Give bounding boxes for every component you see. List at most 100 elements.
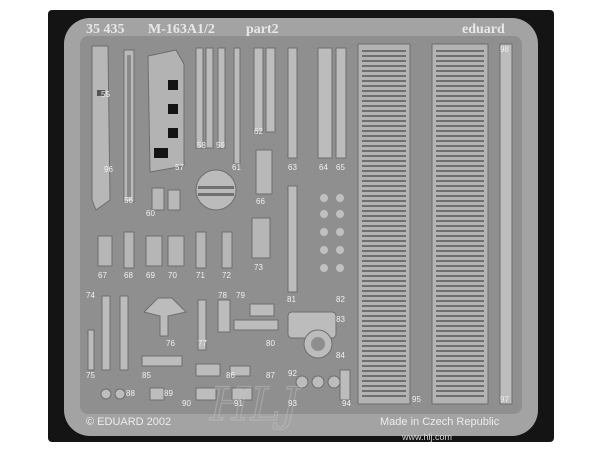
- part-75: [119, 295, 129, 371]
- ladder-95-rung: [362, 345, 406, 347]
- part-76: [143, 297, 187, 337]
- ladder-95-rung: [362, 295, 406, 297]
- ladder-97-rung: [436, 125, 484, 127]
- part-95: [357, 43, 411, 405]
- origin-text: Made in Czech Republic: [380, 416, 500, 428]
- part-56-groove: [127, 55, 131, 197]
- ladder-97-rung: [436, 215, 484, 217]
- ladder-97-rung: [436, 245, 484, 247]
- ladder-97-rung: [436, 380, 484, 382]
- part-91: [231, 387, 253, 401]
- label-85: 85: [142, 371, 151, 380]
- ladder-97-rung: [436, 365, 484, 367]
- label-68: 68: [124, 271, 133, 280]
- watermark-logo: HLJ: [209, 377, 302, 431]
- ladder-95-rung: [362, 50, 406, 52]
- ladder-97-rung: [436, 355, 484, 357]
- ladder-95-rung: [362, 210, 406, 212]
- fret-model: M-163A1/2: [148, 22, 215, 37]
- label-97: 97: [500, 395, 509, 404]
- fret-inner-area: [80, 36, 522, 414]
- part-66: [255, 149, 273, 195]
- label-63: 63: [288, 163, 297, 172]
- part-79: [249, 303, 275, 317]
- part-88: [100, 388, 112, 400]
- ladder-97-rung: [436, 260, 484, 262]
- part-58: [195, 47, 204, 149]
- ladder-97-rung: [436, 305, 484, 307]
- ladder-97-rung: [436, 95, 484, 97]
- ladder-97-rung: [436, 270, 484, 272]
- ladder-95-rung: [362, 230, 406, 232]
- ladder-97-rung: [436, 135, 484, 137]
- part-58b: [205, 47, 214, 149]
- ladder-97-rung: [436, 205, 484, 207]
- part-89: [149, 387, 165, 401]
- ladder-95-rung: [362, 290, 406, 292]
- label-79: 79: [236, 291, 245, 300]
- part-69: [145, 235, 163, 267]
- part-68: [123, 231, 135, 269]
- round-disc-part: [195, 169, 237, 211]
- part-55: [91, 45, 111, 211]
- ladder-97-rung: [436, 375, 484, 377]
- label-90: 90: [182, 399, 191, 408]
- ladder-95-rung: [362, 235, 406, 237]
- ladder-95-rung: [362, 165, 406, 167]
- ladder-95-rung: [362, 85, 406, 87]
- ladder-95-rung: [362, 320, 406, 322]
- parts-middle-column: [287, 47, 351, 401]
- ladder-97-rung: [436, 165, 484, 167]
- ladder-97-rung: [436, 290, 484, 292]
- ladder-97-rung: [436, 330, 484, 332]
- ladder-95-rung: [362, 190, 406, 192]
- ladder-97-rung: [436, 230, 484, 232]
- part-95-rungs: [362, 50, 406, 397]
- part-75b: [87, 329, 95, 371]
- ladder-97-rung: [436, 85, 484, 87]
- part-59: [217, 47, 226, 149]
- label-70: 70: [168, 271, 177, 280]
- ladder-95-rung: [362, 395, 406, 397]
- label-55: 55: [101, 90, 110, 99]
- ladder-97-rung: [436, 50, 484, 52]
- label-77: 77: [198, 339, 207, 348]
- part-85: [141, 355, 183, 367]
- ladder-97-rung: [436, 60, 484, 62]
- ladder-95-rung: [362, 370, 406, 372]
- ladder-97-rung: [436, 275, 484, 277]
- ladder-97-rung: [436, 220, 484, 222]
- ladder-95-rung: [362, 365, 406, 367]
- ladder-95-rung: [362, 360, 406, 362]
- part-62b: [265, 47, 276, 133]
- ladder-97-rung: [436, 200, 484, 202]
- label-91: 91: [234, 399, 243, 408]
- ladder-97-rung: [436, 395, 484, 397]
- ladder-95-rung: [362, 55, 406, 57]
- part-65: [335, 47, 347, 159]
- ladder-95-rung: [362, 335, 406, 337]
- ladder-97-rung: [436, 75, 484, 77]
- part-92b: [311, 375, 325, 389]
- ladder-95-rung: [362, 390, 406, 392]
- ladder-95-rung: [362, 305, 406, 307]
- ladder-95-rung: [362, 330, 406, 332]
- part-97-rungs: [436, 50, 484, 397]
- ladder-97-rung: [436, 160, 484, 162]
- ladder-95-rung: [362, 300, 406, 302]
- part-61: [233, 47, 241, 165]
- ladder-97-rung: [436, 335, 484, 337]
- part-57-hole-1: [168, 80, 178, 90]
- ladder-97-rung: [436, 80, 484, 82]
- ladder-97-rung: [436, 90, 484, 92]
- ladder-97-rung: [436, 65, 484, 67]
- part-78: [217, 299, 231, 333]
- ladder-95-rung: [362, 75, 406, 77]
- ladder-97-rung: [436, 55, 484, 57]
- ladder-95-rung: [362, 340, 406, 342]
- ladder-95-rung: [362, 200, 406, 202]
- copyright-text: © EDUARD 2002: [86, 416, 171, 428]
- ladder-97-rung: [436, 255, 484, 257]
- part-81: [287, 185, 298, 293]
- ladder-95-rung: [362, 95, 406, 97]
